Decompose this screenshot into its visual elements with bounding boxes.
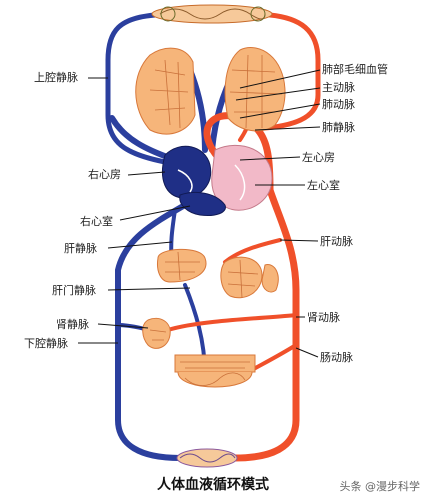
inferior-vena-cava: [115, 202, 188, 461]
label-hepatic-artery: 肝动脉: [320, 235, 353, 248]
label-superior-vena-cava: 上腔静脉: [34, 71, 78, 84]
right-atrium-shape: [161, 145, 212, 199]
renal-artery: [166, 313, 298, 332]
upper-artery-loop: [262, 12, 321, 131]
label-left-ventricle: 左心室: [307, 179, 340, 192]
abdominal-organ: [220, 256, 279, 299]
label-right-ventricle: 右心室: [80, 215, 113, 228]
label-renal-vein: 肾静脉: [56, 318, 89, 331]
left-lung: [135, 47, 196, 135]
heart: [161, 144, 273, 216]
lower-body-capillary: [176, 448, 238, 468]
label-aorta: 主动脉: [322, 81, 355, 94]
superior-vena-cava: [109, 115, 173, 161]
diagram-caption: 人体血液循环模式: [157, 477, 269, 493]
label-portal-vein: 肝门静脉: [52, 284, 96, 297]
liver: [157, 248, 207, 283]
intestine: [174, 354, 256, 388]
watermark: 头条 @漫步科学: [339, 480, 421, 493]
upper-vein-loop: [105, 12, 168, 165]
label-pulmonary-vein: 肺静脉: [322, 121, 355, 134]
right-lung: [224, 47, 286, 132]
label-renal-artery: 肾动脉: [307, 311, 340, 324]
descending-aorta: [231, 186, 300, 462]
capillary-beds: [135, 4, 286, 468]
leader-lines: [78, 69, 321, 358]
label-pulmonary-capillaries: 肺部毛细血管: [322, 63, 388, 76]
label-inferior-vena-cava: 下腔静脉: [24, 337, 68, 350]
label-intestinal-artery: 肠动脉: [320, 351, 353, 364]
right-ventricle-shape: [179, 192, 226, 216]
kidney: [142, 317, 171, 349]
label-right-atrium: 右心房: [88, 168, 121, 181]
label-left-atrium: 左心房: [302, 151, 335, 164]
label-pulmonary-artery: 肺动脉: [322, 98, 355, 111]
label-hepatic-vein: 肝静脉: [64, 242, 97, 255]
upper-body-capillary: [151, 4, 273, 24]
